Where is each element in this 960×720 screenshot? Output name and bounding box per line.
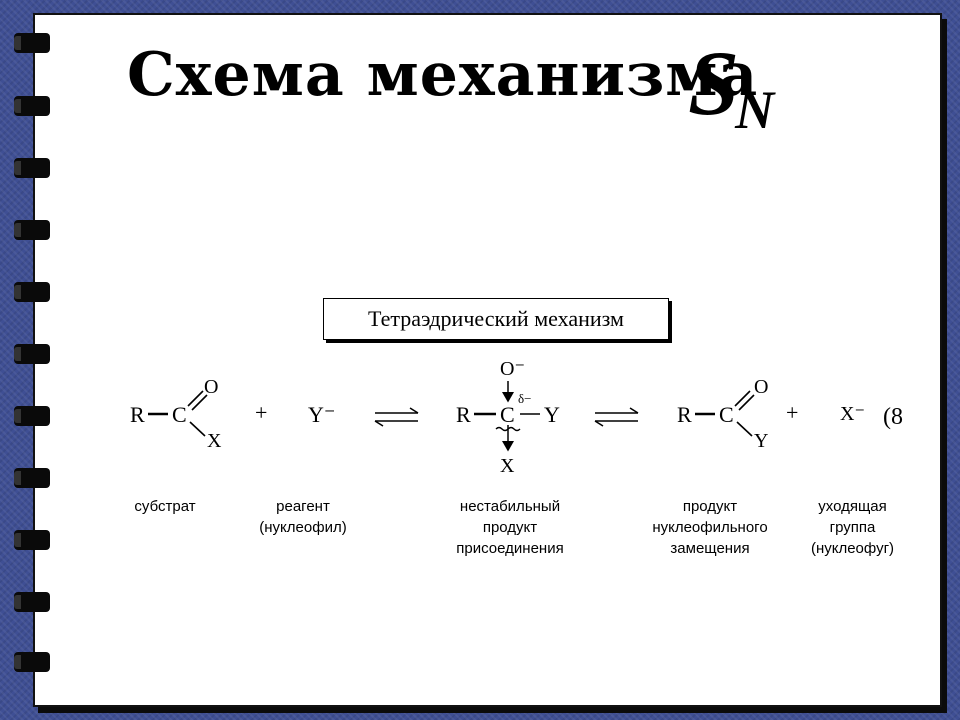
substrate-o: O (204, 376, 218, 398)
page-title: Схема механизма (127, 40, 759, 110)
binder-ring (14, 158, 50, 178)
substrate-x: X (207, 430, 222, 452)
binder-ring (14, 468, 50, 488)
binder-ring (14, 344, 50, 364)
mechanism-box: Тетраэдрический механизм (323, 298, 669, 340)
intermediate-y: Y (544, 402, 560, 427)
double-bond (187, 390, 204, 407)
substrate-r: R (130, 402, 145, 427)
reverse-arrowhead (374, 420, 384, 427)
plus-sign: + (255, 400, 267, 425)
intermediate-c: C (500, 402, 515, 427)
sn-subscript: N (735, 80, 775, 140)
double-bond (738, 394, 755, 411)
label-substrate: субстрат (134, 498, 196, 515)
sn-symbol: SN (688, 30, 774, 140)
label-reagent: реагент (нуклеофил) (259, 498, 347, 536)
label-leaving-group: уходящая группа (нуклеофуг) (810, 498, 895, 557)
label-intermediate: нестабильный продукт присоединения (456, 498, 564, 557)
reagent-y: Y⁻ (308, 402, 336, 427)
binder-ring (14, 530, 50, 550)
forward-arrowhead (409, 407, 419, 414)
product-o: O (754, 376, 768, 398)
delta-minus: δ− (518, 391, 531, 406)
product-r: R (677, 402, 692, 427)
intermediate-r: R (456, 402, 471, 427)
binder-ring (14, 220, 50, 240)
equation-number: (8 (883, 404, 903, 430)
binder-ring (14, 406, 50, 426)
intermediate-x: X (500, 455, 515, 477)
product-c: C (719, 402, 734, 427)
binder-ring (14, 96, 50, 116)
bond (736, 421, 753, 437)
product-y: Y (754, 430, 768, 452)
sn-main: S (688, 32, 740, 134)
binder-ring (14, 592, 50, 612)
double-bond (191, 394, 208, 411)
leaving-x: X⁻ (840, 403, 865, 425)
binder-ring (14, 652, 50, 672)
notebook-page (33, 13, 942, 707)
substrate-c: C (172, 402, 187, 427)
bond (189, 421, 206, 437)
binder-ring (14, 282, 50, 302)
forward-arrowhead (629, 407, 639, 414)
reverse-arrowhead (594, 420, 604, 427)
binder-ring (14, 33, 50, 53)
intermediate-o-minus: O⁻ (500, 358, 525, 380)
double-bond (734, 390, 751, 407)
plus-sign: + (786, 400, 798, 425)
label-product: продукт нуклеофильного замещения (652, 498, 768, 557)
